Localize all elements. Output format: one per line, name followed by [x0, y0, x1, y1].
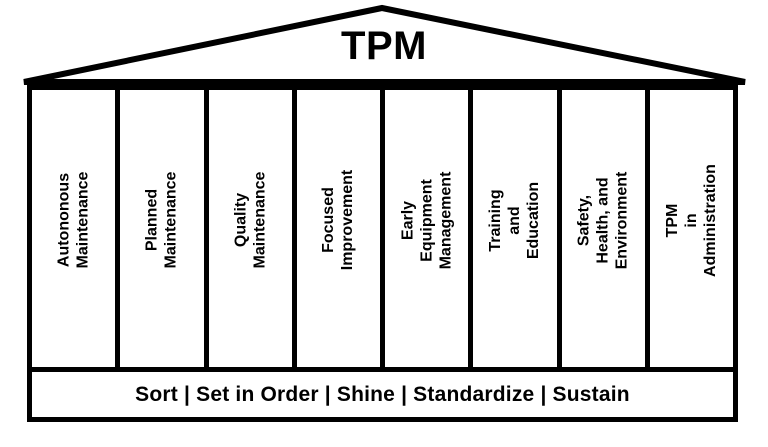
pillar-label-wrap: Autononous Maintenance: [32, 90, 115, 372]
roof: TPM: [0, 0, 768, 100]
foundation-bar: Sort | Set in Order | Shine | Standardiz…: [32, 367, 733, 417]
pillar-label-line: Environment: [613, 171, 631, 269]
pillar-label-line: in: [682, 212, 700, 228]
pillar-label-wrap: Quality Maintenance: [209, 90, 292, 372]
pillar-label-line: Planned: [143, 188, 161, 252]
pillar-training-and-education[interactable]: Training and Education: [473, 90, 562, 372]
pillar-label-line: Maintenance: [162, 171, 180, 269]
pillar-label-safety-health-environment: Safety, Health, and Environment: [575, 171, 632, 291]
pillar-label-line: and: [506, 205, 524, 235]
pillar-row: Autononous Maintenance Planned Maintenan…: [32, 90, 733, 372]
pillar-autonomous-maintenance[interactable]: Autononous Maintenance: [32, 90, 121, 372]
roof-polygon: [23, 4, 746, 85]
pillar-label-line: Administration: [701, 163, 719, 277]
pillar-label-line: Early: [399, 200, 417, 240]
pillar-label-line: Management: [437, 171, 455, 269]
pillar-label-wrap: Focused Improvement: [297, 90, 380, 372]
pillar-label-line: Training: [487, 188, 505, 252]
pillar-label-focused-improvement: Focused Improvement: [319, 170, 357, 292]
pillar-label-training-and-education: Training and Education: [486, 181, 543, 280]
pillar-safety-health-environment[interactable]: Safety, Health, and Environment: [561, 90, 650, 372]
pillar-label-wrap: Early Equipment Management: [385, 90, 468, 372]
pillar-label-line: Focused: [320, 187, 338, 253]
pillar-label-line: Improvement: [339, 169, 357, 271]
roof-title: TPM: [341, 24, 427, 68]
pillar-label-line: Maintenance: [251, 171, 269, 269]
pillar-planned-maintenance[interactable]: Planned Maintenance: [120, 90, 209, 372]
pillar-label-line: Safety,: [575, 194, 593, 246]
pillar-label-line: TPM: [663, 203, 681, 237]
pillar-label-early-equipment-management: Early Equipment Management: [398, 171, 455, 291]
pillar-label-line: Maintenance: [74, 171, 92, 269]
pillar-quality-maintenance[interactable]: Quality Maintenance: [208, 90, 297, 372]
pillar-label-quality-maintenance: Quality Maintenance: [231, 172, 269, 291]
pillar-label-line: Education: [525, 181, 543, 259]
house-body: Autononous Maintenance Planned Maintenan…: [27, 85, 738, 422]
pillar-label-autonomous-maintenance: Autononous Maintenance: [55, 172, 93, 291]
pillar-tpm-in-administration[interactable]: TPM in Administration: [649, 90, 733, 372]
pillar-focused-improvement[interactable]: Focused Improvement: [296, 90, 385, 372]
pillar-early-equipment-management[interactable]: Early Equipment Management: [385, 90, 474, 372]
pillar-label-planned-maintenance: Planned Maintenance: [143, 172, 181, 291]
pillar-label-line: Quality: [232, 192, 250, 248]
pillar-label-line: Health, and: [594, 176, 612, 264]
pillar-label-wrap: Safety, Health, and Environment: [562, 90, 645, 372]
pillar-label-wrap: Training and Education: [473, 90, 556, 372]
pillar-label-line: Autononous: [55, 172, 73, 268]
roof-triangle-shape: [23, 4, 746, 85]
pillar-label-line: Equipment: [418, 178, 436, 262]
pillar-label-tpm-in-administration: TPM in Administration: [663, 164, 720, 299]
pillar-label-wrap: TPM in Administration: [650, 90, 733, 372]
pillar-label-wrap: Planned Maintenance: [120, 90, 203, 372]
foundation-text: Sort | Set in Order | Shine | Standardiz…: [135, 382, 630, 406]
